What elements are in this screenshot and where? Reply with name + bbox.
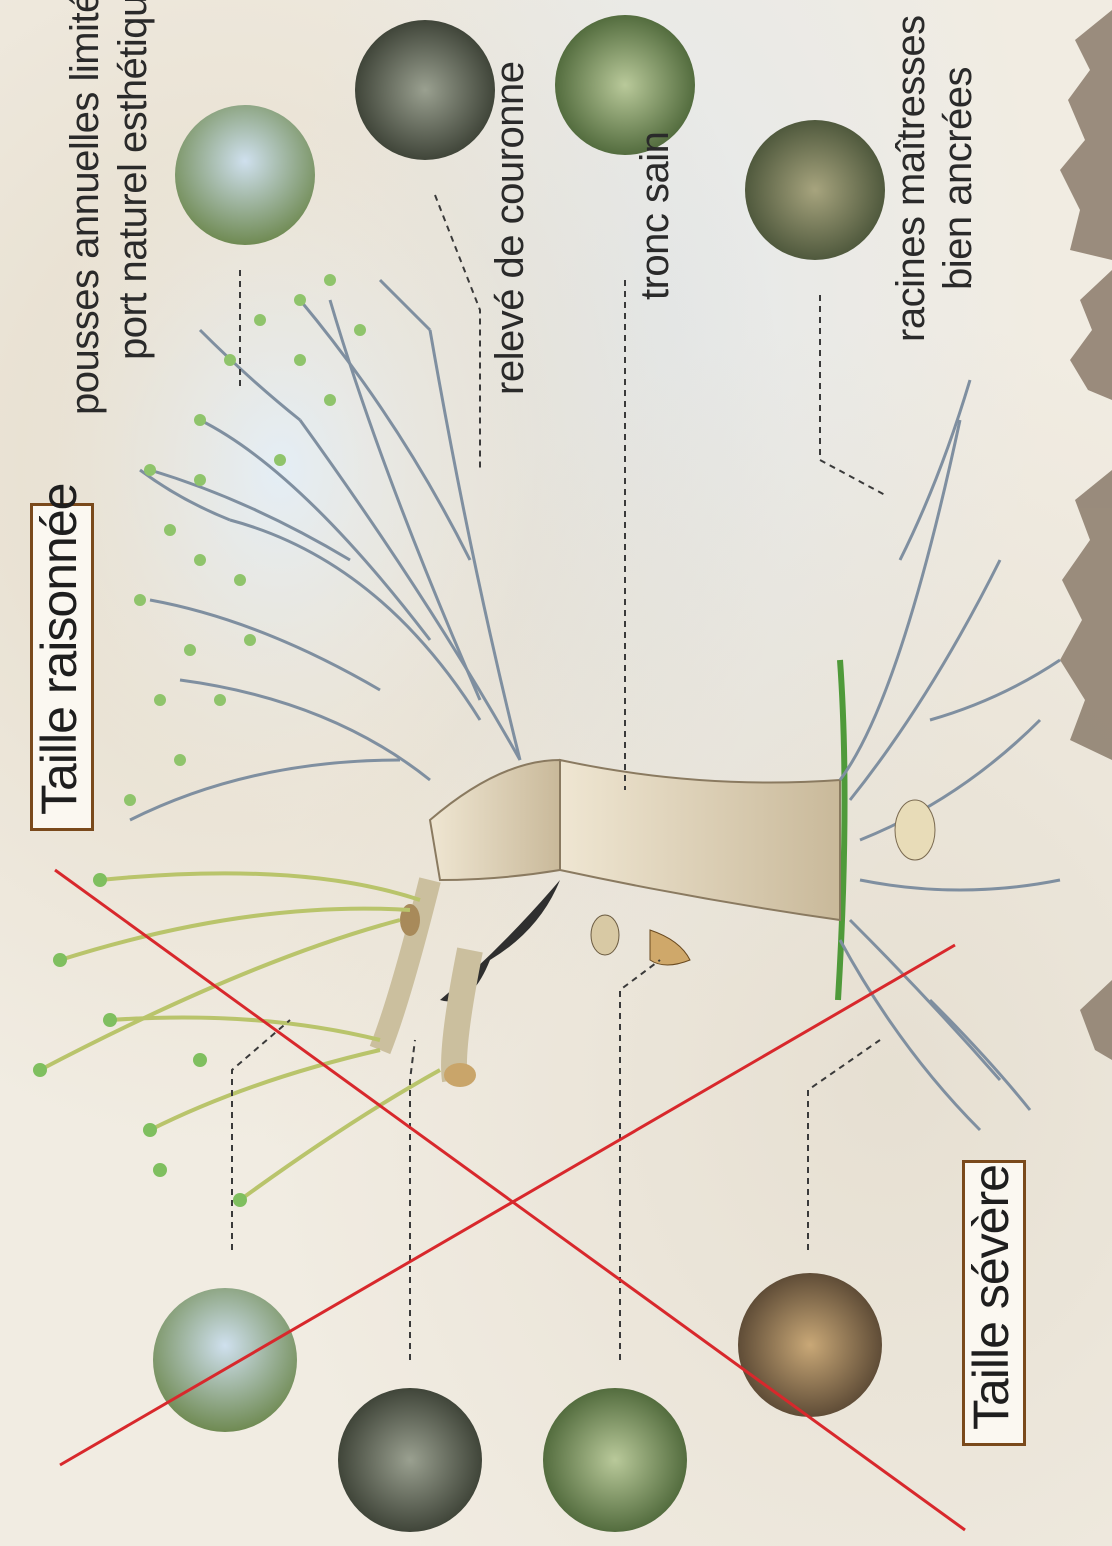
- label-shoots-line2: port naturel esthétique: [110, 0, 156, 360]
- label-roots-line1: racines maîtresses: [888, 15, 934, 342]
- photo-natural-crown: [175, 105, 315, 245]
- title-good: Taille raisonnée: [31, 484, 87, 815]
- photo-damaged-roots: [738, 1273, 882, 1417]
- photo-fungus: [543, 1388, 687, 1532]
- fungus: [650, 930, 690, 965]
- photos-bad: [153, 1273, 882, 1532]
- roots: [840, 380, 1060, 1130]
- trunk: [560, 760, 840, 920]
- label-crown: relevé de couronne: [487, 62, 533, 395]
- root-knot: [895, 800, 935, 860]
- label-roots-line2: bien ancrées: [935, 67, 981, 290]
- cavity: [591, 915, 619, 955]
- title-bad: Taille sévère: [963, 1165, 1019, 1430]
- trunk-upper: [430, 760, 560, 880]
- red-cross: [55, 870, 965, 1530]
- photo-pruned-tree: [153, 1288, 297, 1432]
- label-shoots-line1: pousses annuelles limitées: [62, 0, 108, 415]
- photo-stub: [338, 1388, 482, 1532]
- silhouette-trees: [1060, 10, 1112, 1060]
- label-trunk: tronc sain: [632, 132, 678, 300]
- photo-roots: [745, 120, 885, 260]
- photo-crown-lift: [355, 20, 495, 160]
